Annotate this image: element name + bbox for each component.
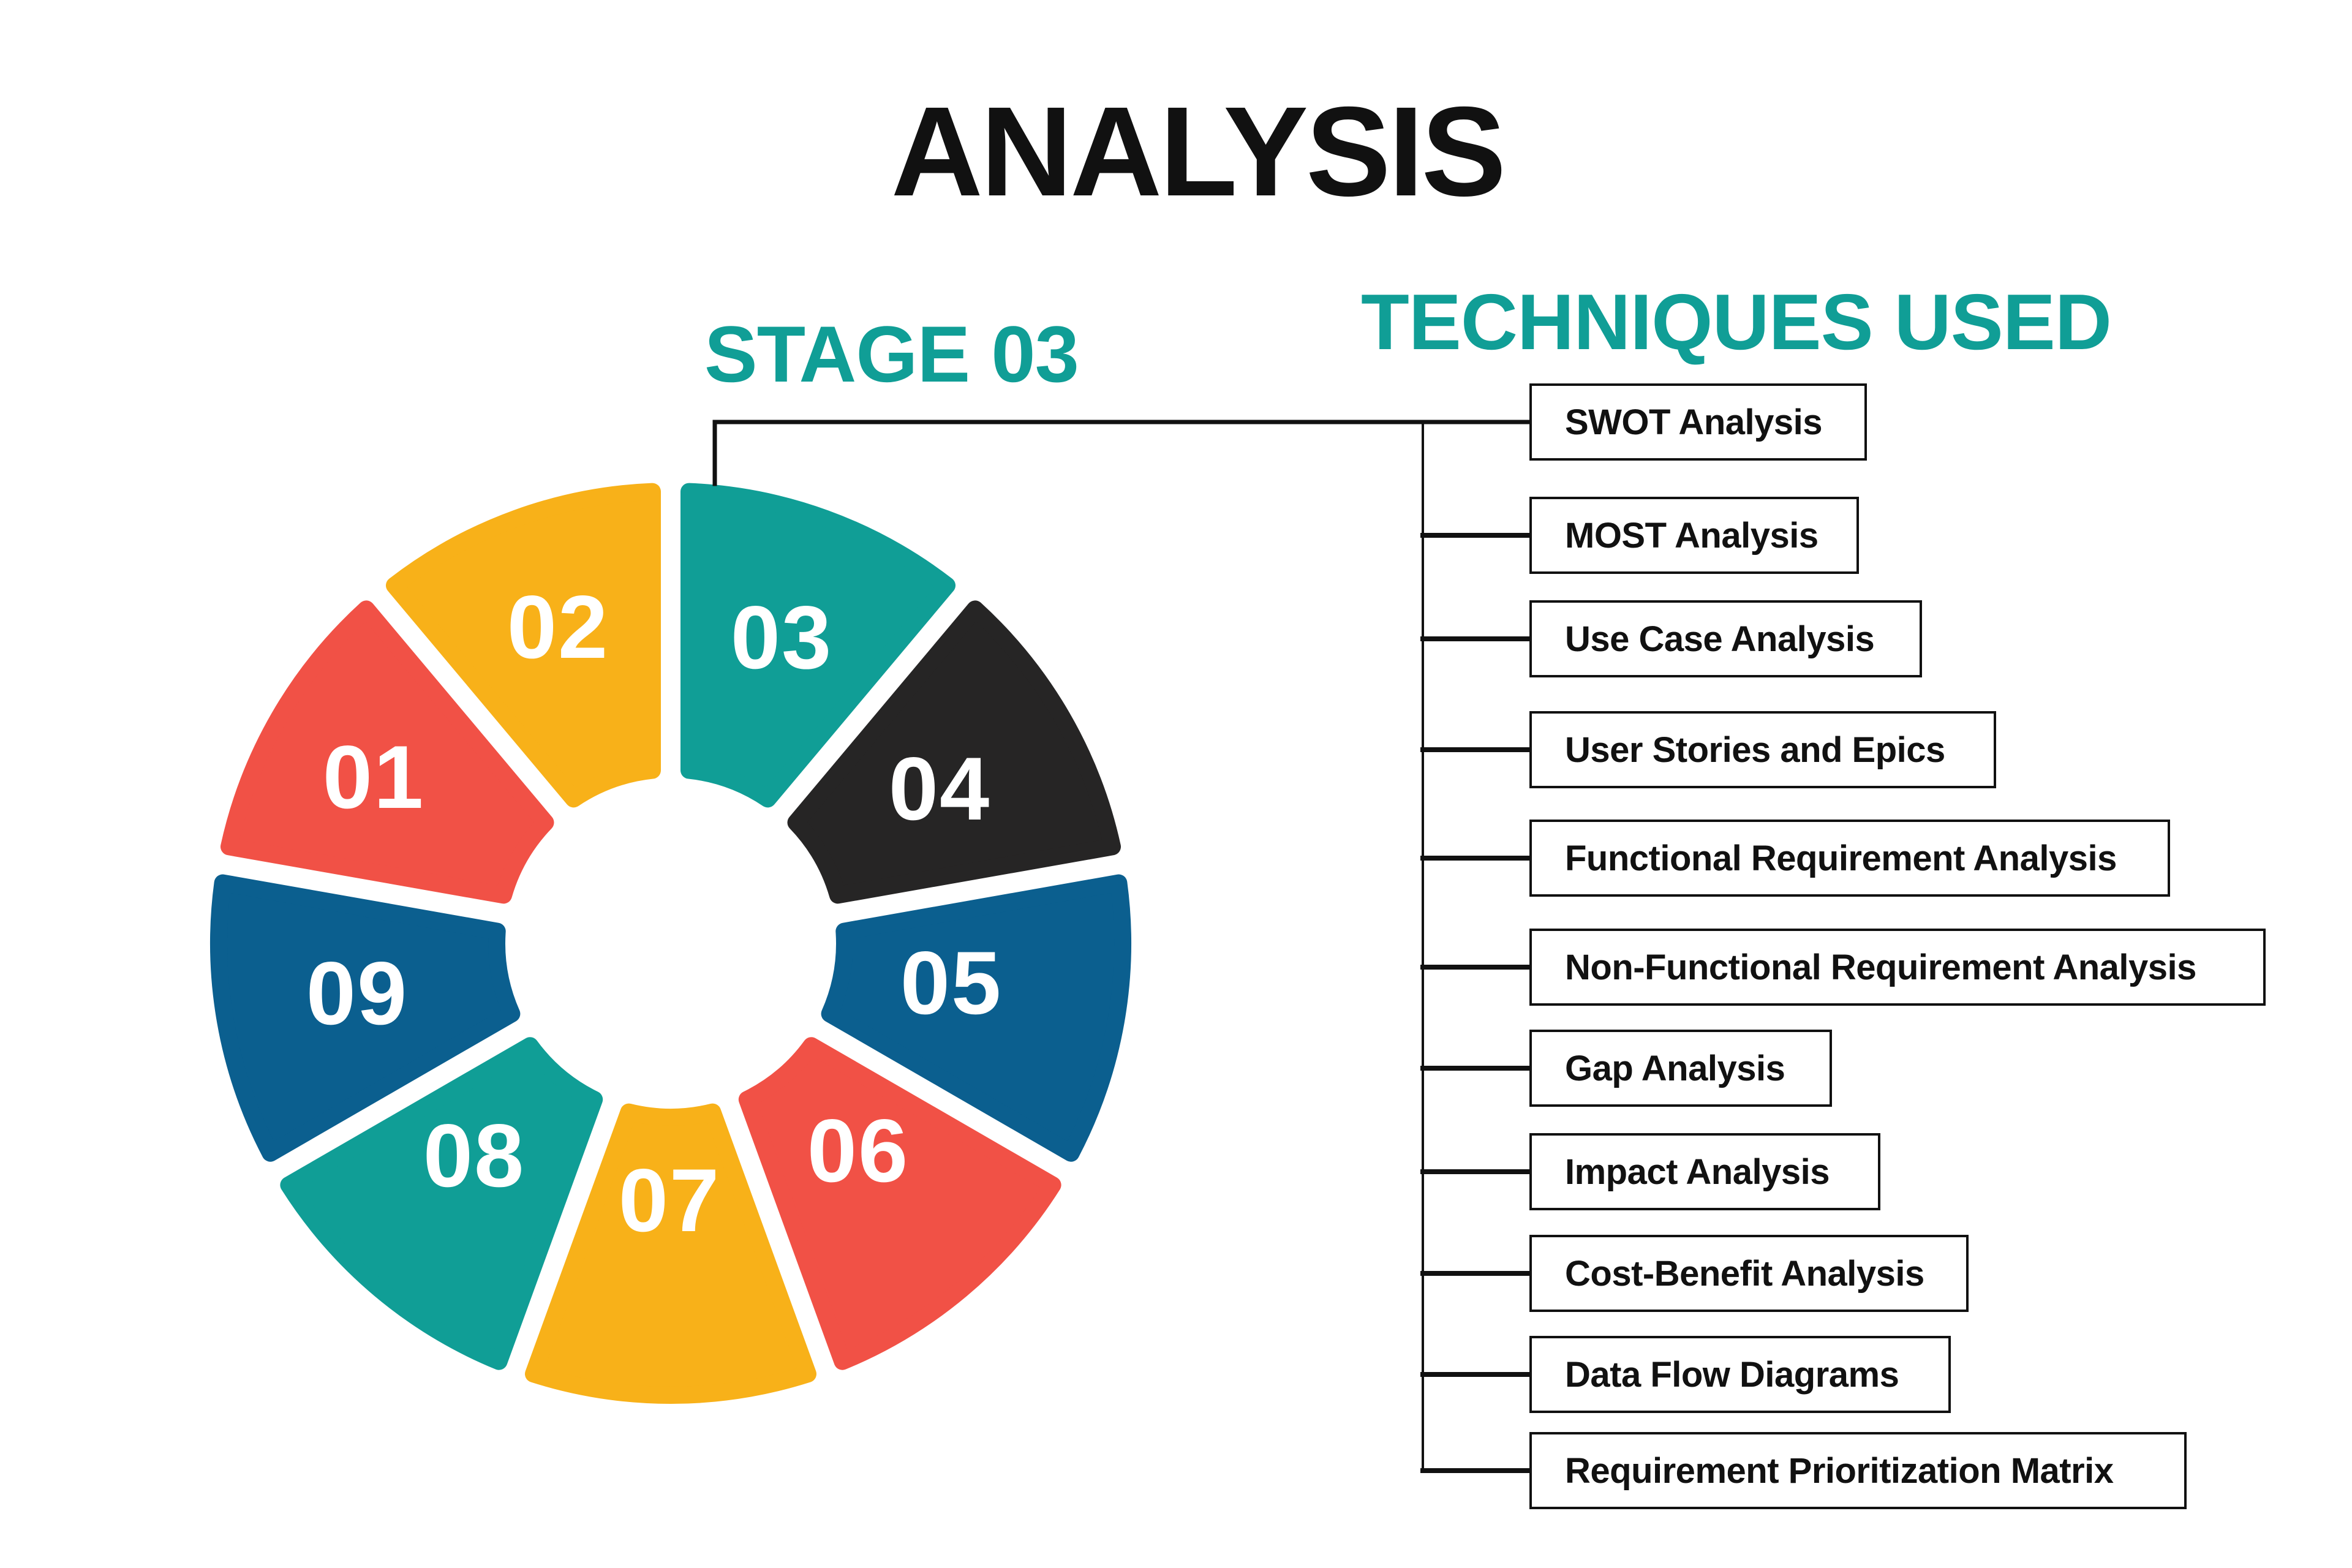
technique-item: Requirement Prioritization Matrix bbox=[1529, 1432, 2187, 1509]
stage-label: STAGE 03 bbox=[704, 309, 1079, 399]
stage-segment-09 bbox=[210, 874, 521, 1162]
technique-item: SWOT Analysis bbox=[1529, 383, 1867, 461]
technique-label: Cost-Benefit Analysis bbox=[1565, 1253, 1924, 1294]
technique-item: MOST Analysis bbox=[1529, 497, 1859, 574]
technique-label: User Stories and Epics bbox=[1565, 729, 1945, 770]
connector-lines bbox=[712, 420, 1532, 1473]
technique-item: Functional Requirement Analysis bbox=[1529, 820, 2170, 897]
stage-segment-05 bbox=[821, 874, 1131, 1162]
technique-item: Impact Analysis bbox=[1529, 1133, 1880, 1210]
technique-label: SWOT Analysis bbox=[1565, 402, 1823, 442]
technique-label: Non-Functional Requirement Analysis bbox=[1565, 947, 2196, 987]
segment-number-03: 03 bbox=[730, 587, 833, 687]
technique-item: Data Flow Diagrams bbox=[1529, 1336, 1951, 1413]
technique-label: Functional Requirement Analysis bbox=[1565, 838, 2117, 878]
stage-segment-06 bbox=[738, 1037, 1061, 1370]
technique-item: Cost-Benefit Analysis bbox=[1529, 1235, 1969, 1312]
technique-item: Gap Analysis bbox=[1529, 1030, 1832, 1107]
segment-number-01: 01 bbox=[322, 727, 425, 827]
stage-segment-07 bbox=[525, 1103, 816, 1404]
stage-donut bbox=[210, 483, 1131, 1404]
technique-label: Impact Analysis bbox=[1565, 1152, 1830, 1192]
segment-number-08: 08 bbox=[423, 1106, 526, 1205]
segment-number-04: 04 bbox=[888, 739, 991, 839]
technique-item: Use Case Analysis bbox=[1529, 600, 1922, 677]
segment-number-09: 09 bbox=[306, 943, 409, 1043]
technique-item: User Stories and Epics bbox=[1529, 711, 1996, 788]
technique-label: Gap Analysis bbox=[1565, 1048, 1785, 1088]
stage-segment-08 bbox=[280, 1037, 603, 1370]
stage-segment-04 bbox=[787, 600, 1121, 904]
stage-segment-03 bbox=[680, 483, 956, 808]
segment-number-02: 02 bbox=[507, 577, 609, 677]
technique-label: Data Flow Diagrams bbox=[1565, 1354, 1899, 1395]
segment-number-06: 06 bbox=[807, 1101, 910, 1200]
technique-label: MOST Analysis bbox=[1565, 515, 1819, 556]
technique-label: Requirement Prioritization Matrix bbox=[1565, 1450, 2114, 1491]
stage-segment-01 bbox=[221, 600, 554, 904]
page-title: ANALYSIS bbox=[891, 81, 1507, 223]
technique-label: Use Case Analysis bbox=[1565, 619, 1875, 659]
technique-item: Non-Functional Requirement Analysis bbox=[1529, 929, 2266, 1006]
stage-segment-02 bbox=[386, 483, 661, 808]
segment-number-07: 07 bbox=[618, 1150, 721, 1250]
techniques-heading: TECHNIQUES USED bbox=[1361, 278, 2112, 366]
segment-number-05: 05 bbox=[900, 933, 1003, 1033]
